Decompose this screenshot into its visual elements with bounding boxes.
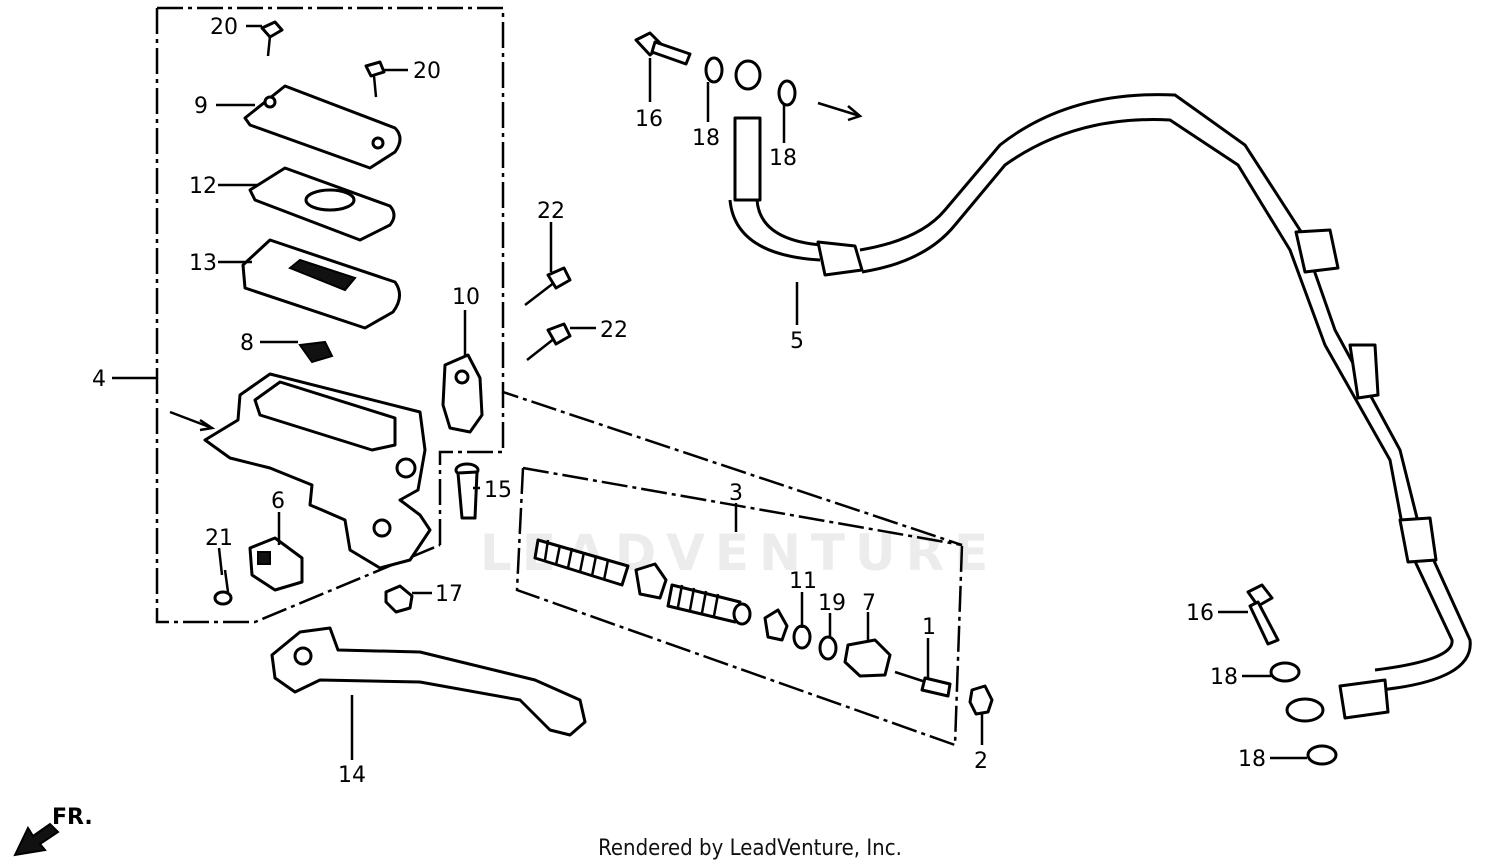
- washer-18-lower-a: [1269, 661, 1301, 683]
- leader-lines: [112, 24, 1307, 760]
- callout-4: 4: [92, 367, 106, 392]
- clutch-hose: [728, 59, 1472, 723]
- callout-15: 15: [484, 478, 512, 503]
- callout-16-upper: 16: [635, 107, 663, 132]
- piston-spring: [533, 538, 630, 587]
- footer-credit: Rendered by LeadVenture, Inc.: [598, 836, 902, 861]
- callout-20-top: 20: [210, 15, 238, 40]
- arrow-indicator: [817, 101, 863, 122]
- piston-kit-boundary: [515, 466, 964, 747]
- banjo-bolt-16-upper: [634, 31, 692, 66]
- push-rod-1: [894, 670, 952, 698]
- screw-21: [213, 569, 233, 606]
- callout-13: 13: [189, 251, 217, 276]
- bolt-22-lower: [526, 322, 572, 361]
- callout-10: 10: [452, 285, 480, 310]
- washer-18-lower-b: [1306, 744, 1338, 766]
- float-plate: [298, 340, 334, 364]
- callout-9: 9: [194, 94, 208, 119]
- lever-nut: [384, 584, 414, 614]
- arrow-to-body: [169, 410, 216, 432]
- lever-bracket: [441, 353, 484, 434]
- dust-boot-7: [843, 638, 892, 678]
- assembly-boundary: [155, 6, 963, 624]
- callout-18-upper-b: 18: [769, 146, 797, 171]
- callout-5: 5: [790, 329, 804, 354]
- callout-18-lower-b: 18: [1238, 747, 1266, 772]
- callout-12: 12: [189, 174, 217, 199]
- reservoir-cap: [243, 84, 402, 170]
- master-cylinder-body: [203, 372, 432, 570]
- clutch-lever: [270, 626, 587, 737]
- banjo-bolt-16-lower: [1246, 583, 1280, 646]
- callout-18-lower-a: 18: [1210, 665, 1238, 690]
- washer-11: [792, 624, 812, 650]
- fr-label: FR.: [52, 805, 93, 830]
- callout-17: 17: [435, 582, 463, 607]
- callout-21: 21: [205, 526, 233, 551]
- spring-seat: [634, 562, 668, 600]
- callout-3: 3: [729, 481, 743, 506]
- callout-22-lower: 22: [600, 318, 628, 343]
- callout-18-upper-a: 18: [692, 126, 720, 151]
- diaphragm: [241, 238, 401, 330]
- diaphragm-plate: [248, 166, 396, 242]
- circlip-19: [818, 635, 838, 661]
- screw-20-top: [260, 20, 284, 57]
- washer-18-upper-b: [777, 79, 797, 107]
- piston: [666, 583, 752, 626]
- callout-22-upper: 22: [537, 199, 565, 224]
- screw-20-right: [364, 60, 386, 98]
- callout-7: 7: [862, 591, 876, 616]
- piston-cup: [763, 608, 789, 642]
- callout-19: 19: [818, 591, 846, 616]
- callout-8: 8: [240, 331, 254, 356]
- callout-1: 1: [922, 615, 936, 640]
- clutch-switch: [248, 536, 304, 592]
- callout-16-lower: 16: [1186, 601, 1214, 626]
- callout-6: 6: [271, 489, 285, 514]
- bolt-22-upper: [524, 266, 572, 306]
- callout-20-right: 20: [413, 59, 441, 84]
- front-direction-indicator: FR.: [13, 805, 93, 857]
- cap-2: [968, 684, 994, 716]
- pivot-bolt: [454, 462, 480, 520]
- washer-18-upper-a: [704, 56, 724, 84]
- callout-11: 11: [789, 569, 817, 594]
- callout-2: 2: [974, 749, 988, 774]
- callout-14: 14: [338, 763, 366, 788]
